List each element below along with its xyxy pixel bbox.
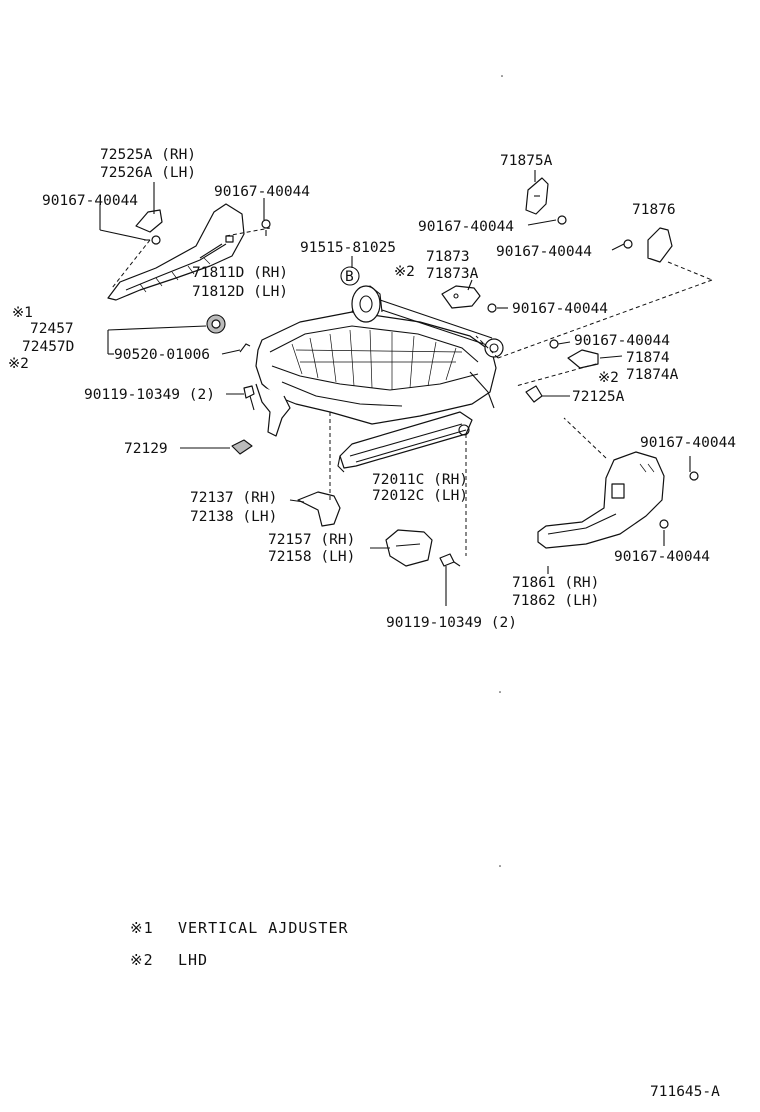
bracket-71876 xyxy=(647,227,673,263)
bracket-72157 xyxy=(385,529,433,567)
label-90167-r1: 90167-40044 xyxy=(640,435,736,451)
label-71873A: 71873A xyxy=(426,266,479,282)
label-72525A: 72525A (RH) xyxy=(100,147,196,163)
pad-72129 xyxy=(231,439,253,455)
cover-71874 xyxy=(567,349,599,369)
label-72012C: 72012C (LH) xyxy=(372,488,468,504)
label-71874A-mark: ※2 xyxy=(598,370,619,386)
clip-90520 xyxy=(239,343,251,353)
label-90119-bottom: 90119-10349 (2) xyxy=(386,615,517,631)
label-90167-71876: 90167-40044 xyxy=(496,244,592,260)
side-shield-71861 xyxy=(537,451,665,549)
legend: ※1 VERTICAL AJDUSTER ※2 LHD xyxy=(130,919,349,969)
screw-90167-r2 xyxy=(659,519,669,529)
label-72457-mark2: ※2 xyxy=(8,356,29,372)
label-71861: 71861 (RH) xyxy=(512,575,599,591)
circle-b-marker xyxy=(340,266,360,286)
label-72158: 72158 (LH) xyxy=(268,549,355,565)
side-cover-72525A xyxy=(107,203,245,301)
bolt-90119-bottom xyxy=(439,553,461,567)
label-circle-b: B xyxy=(345,269,354,285)
label-71874: 71874 xyxy=(626,350,670,366)
label-72457-mark1: ※1 xyxy=(12,305,33,321)
label-71811D: 71811D (RH) xyxy=(192,265,288,281)
label-90167-tl-left: 90167-40044 xyxy=(42,193,138,209)
legend-mark-1: ※1 xyxy=(130,919,154,937)
label-72137: 72137 (RH) xyxy=(190,490,277,506)
screw-90167-71876 xyxy=(623,239,633,249)
label-71862: 71862 (LH) xyxy=(512,593,599,609)
bracket-71875A xyxy=(525,177,549,215)
latch-72125A xyxy=(525,385,543,403)
label-72011C: 72011C (RH) xyxy=(372,472,468,488)
lever-cover-71873 xyxy=(441,285,481,309)
screw-90167-tl-right xyxy=(261,219,271,236)
label-72457: 72457 xyxy=(30,321,74,337)
label-91515: 91515-81025 xyxy=(300,240,396,256)
screw-90167-r1 xyxy=(689,471,699,481)
label-90520: 90520-01006 xyxy=(114,347,210,363)
label-90167-71875: 90167-40044 xyxy=(418,219,514,235)
screw-90167-71874 xyxy=(549,339,559,349)
label-71875A: 71875A xyxy=(500,153,553,169)
bolt-90119-left xyxy=(243,385,255,411)
seat-track xyxy=(337,411,473,473)
legend-mark-2: ※2 xyxy=(130,951,154,969)
label-72157: 72157 (RH) xyxy=(268,532,355,548)
legend-text-1: VERTICAL AJDUSTER xyxy=(178,919,349,937)
specks xyxy=(499,75,503,867)
bracket-72137 xyxy=(297,491,341,527)
label-90167-tl-right: 90167-40044 xyxy=(214,184,310,200)
legend-text-2: LHD xyxy=(178,951,208,969)
label-72138: 72138 (LH) xyxy=(190,509,277,525)
label-72526A: 72526A (LH) xyxy=(100,165,196,181)
screw-90167-tl-left xyxy=(144,235,161,245)
label-71876: 71876 xyxy=(632,202,676,218)
label-72125A: 72125A xyxy=(572,389,625,405)
label-71873-mark: ※2 xyxy=(394,264,415,280)
label-71874A: 71874A xyxy=(626,367,679,383)
label-71873: 71873 xyxy=(426,249,470,265)
hinge-cover-71811D xyxy=(135,209,163,233)
alignment-lines xyxy=(111,227,713,556)
seat-cushion-frame xyxy=(255,285,504,437)
label-72129: 72129 xyxy=(124,441,168,457)
screw-90167-71875 xyxy=(557,215,567,225)
leader-lines xyxy=(99,170,691,606)
label-90167-71873: 90167-40044 xyxy=(512,301,608,317)
figure-code: 711645-A xyxy=(650,1084,720,1100)
label-90119-left: 90119-10349 (2) xyxy=(84,387,215,403)
label-90167-71874: 90167-40044 xyxy=(574,333,670,349)
part-labels: 72525A (RH) 72526A (LH) 90167-40044 9016… xyxy=(8,147,736,631)
label-90167-r2: 90167-40044 xyxy=(614,549,710,565)
label-71812D: 71812D (LH) xyxy=(192,284,288,300)
knob-72457 xyxy=(206,314,226,334)
label-72457D: 72457D xyxy=(22,339,74,355)
screw-90167-71873 xyxy=(487,303,497,313)
